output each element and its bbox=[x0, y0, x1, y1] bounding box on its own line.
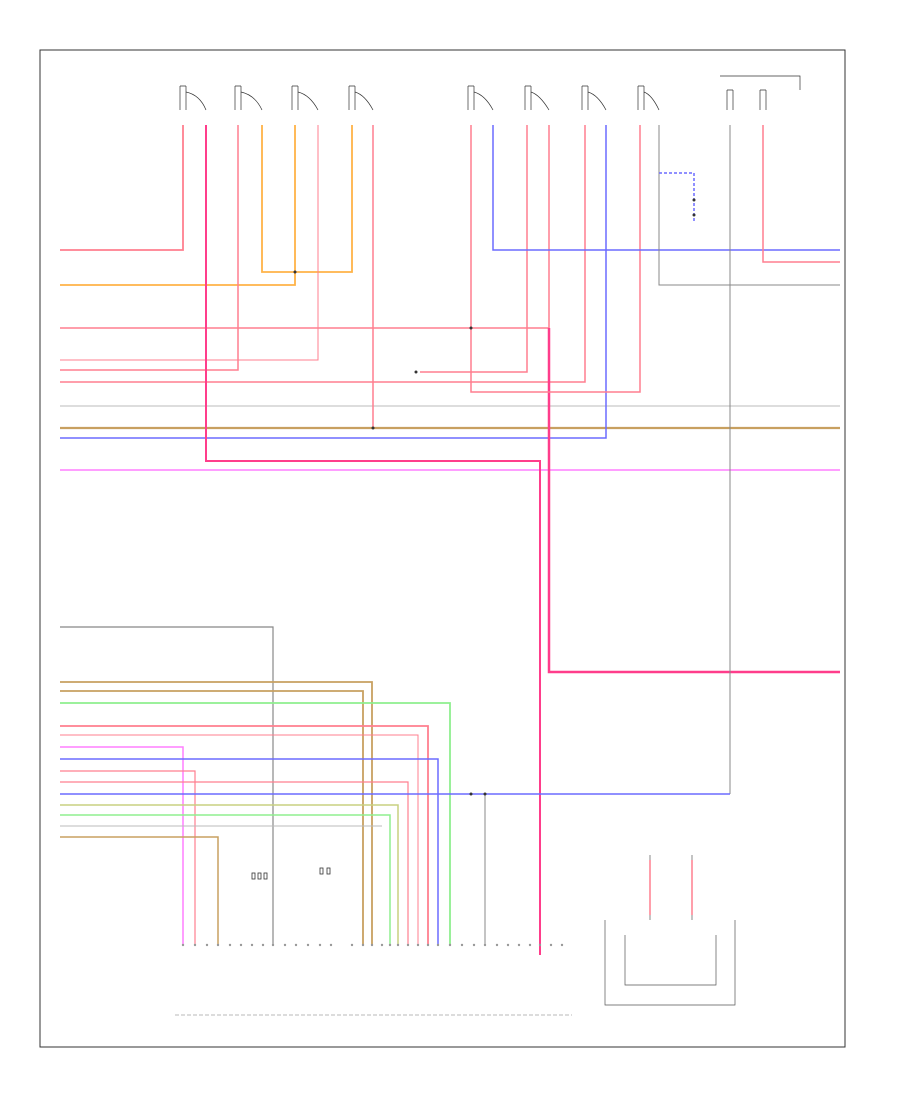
wire-magenta-2 bbox=[60, 746, 184, 945]
ecm-connector-pins bbox=[181, 943, 564, 947]
fuse-block-left bbox=[179, 85, 374, 111]
wire-red-15 bbox=[60, 781, 409, 945]
wire-green-2 bbox=[60, 814, 391, 945]
wire-red-11 bbox=[762, 125, 840, 263]
wire-tan-4 bbox=[60, 836, 219, 945]
wire-red-10 bbox=[420, 125, 528, 373]
sensor-component-1 bbox=[251, 872, 268, 880]
diagram-border bbox=[39, 49, 846, 1048]
wire-red-13 bbox=[60, 734, 419, 945]
wire-red-1 bbox=[60, 125, 184, 251]
wire-blue-3 bbox=[60, 758, 439, 945]
sensor-component-2 bbox=[319, 867, 331, 875]
wire-red-6 bbox=[60, 125, 586, 383]
wire-red-14 bbox=[60, 770, 196, 945]
wire-red-12 bbox=[60, 725, 429, 945]
wire-red-8 bbox=[205, 125, 541, 955]
fuse-block-right bbox=[467, 75, 801, 111]
wire-red-5 bbox=[60, 125, 239, 371]
wire-orange-1 bbox=[261, 125, 353, 273]
wire-green-1 bbox=[60, 702, 451, 945]
wire-orange-2 bbox=[60, 125, 296, 286]
wire-pink-thick bbox=[547, 328, 840, 674]
wire-red-9 bbox=[470, 125, 641, 393]
wire-tan-3 bbox=[60, 690, 364, 945]
wire-red-4 bbox=[60, 125, 319, 361]
wire-blue-2 bbox=[492, 125, 840, 251]
wire-gray-4 bbox=[60, 626, 274, 945]
relay-box bbox=[604, 855, 736, 1006]
wire-gray-2 bbox=[658, 125, 840, 286]
wire-blue-1 bbox=[60, 125, 607, 439]
splice-points bbox=[293, 198, 696, 796]
wire-blue-dash bbox=[659, 172, 695, 222]
wire-tan-2 bbox=[60, 681, 373, 945]
wire-olive-1 bbox=[60, 804, 399, 945]
